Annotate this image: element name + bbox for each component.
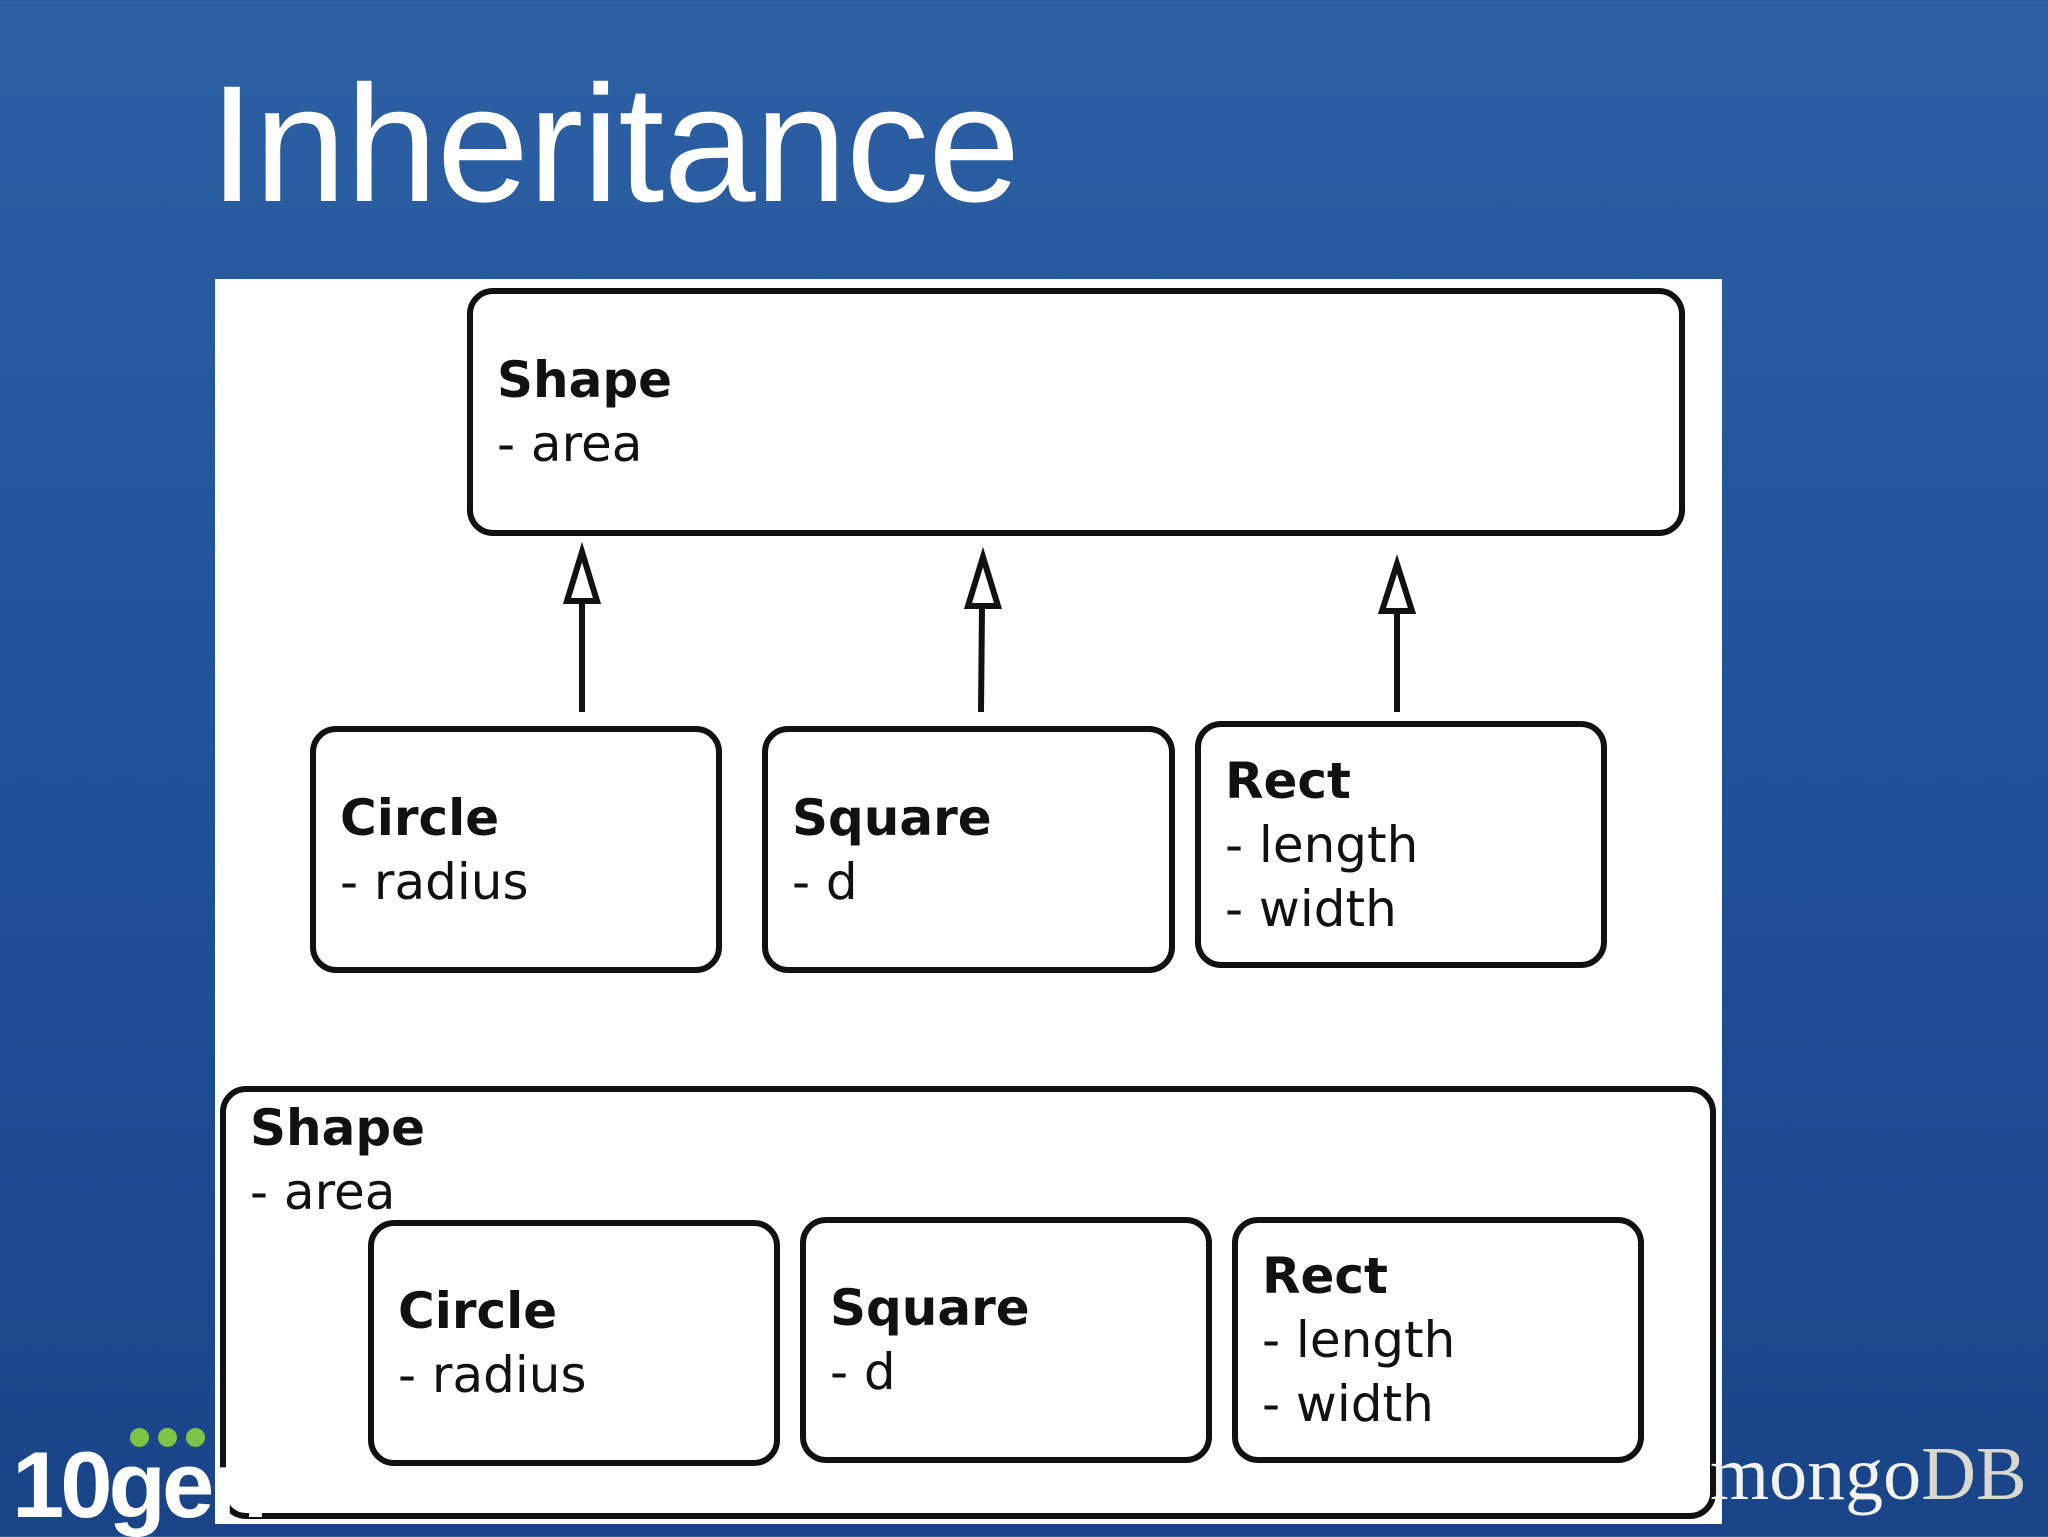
class-attribute: - width (1262, 1375, 1434, 1433)
arrow-rect-to-shape (1377, 554, 1417, 712)
diagram-panel: Shape - area Circle - radius Square - d … (215, 279, 1722, 1524)
logo-dots-icon (130, 1428, 214, 1451)
class-attribute: - d (830, 1343, 896, 1401)
class-name: Shape (497, 351, 673, 409)
logo-10gen: 10gen (12, 1428, 268, 1536)
class-attribute: - radius (398, 1346, 587, 1404)
logo-10gen-text: 10gen (12, 1432, 268, 1537)
arrow-square-to-shape (963, 546, 1003, 713)
class-name: Circle (340, 788, 500, 847)
class-name: Shape (250, 1099, 426, 1157)
logo-mongodb-part1: mongo (1710, 1432, 1922, 1516)
class-name: Rect (1225, 751, 1351, 810)
class-box-square: Square - d (762, 726, 1175, 973)
slide-title: Inheritance (209, 52, 1020, 237)
class-name: Circle (398, 1282, 558, 1340)
logo-mongodb: mongoDB (1710, 1436, 2027, 1512)
class-attribute: - area (250, 1163, 396, 1221)
class-box-shape: Shape - area (467, 288, 1685, 536)
class-attribute: - area (497, 415, 643, 473)
class-box-circle-nested: Circle - radius (368, 1220, 780, 1466)
class-attribute: - radius (340, 852, 529, 911)
logo-mongodb-part2: DB (1921, 1432, 2027, 1516)
class-attribute: - length (1225, 815, 1419, 874)
class-name: Square (792, 788, 992, 847)
class-box-rect: Rect - length - width (1195, 721, 1607, 968)
class-attribute: - length (1262, 1311, 1456, 1369)
class-box-square-nested: Square - d (800, 1217, 1212, 1463)
arrow-circle-to-shape (562, 541, 602, 712)
class-box-rect-nested: Rect - length - width (1232, 1217, 1644, 1463)
class-name: Rect (1262, 1247, 1388, 1305)
class-name: Square (830, 1279, 1030, 1337)
class-attribute: - width (1225, 879, 1397, 938)
class-box-circle: Circle - radius (310, 726, 722, 973)
class-attribute: - d (792, 852, 858, 911)
